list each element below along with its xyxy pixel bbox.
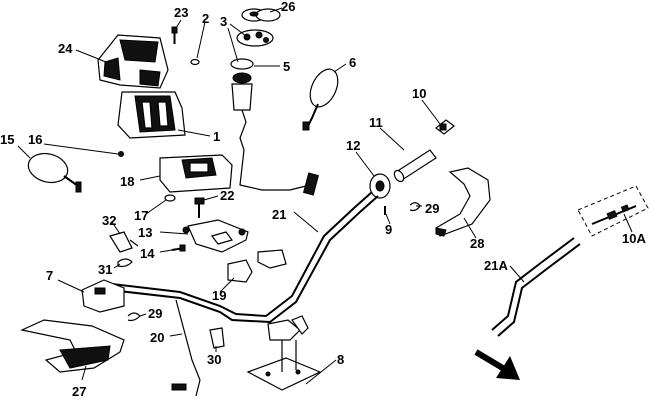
callout-31: 31 bbox=[98, 262, 112, 277]
callout-9: 9 bbox=[385, 222, 392, 237]
part-screw-16 bbox=[118, 151, 124, 157]
callout-17: 17 bbox=[134, 208, 148, 223]
part-bracket-13 bbox=[182, 219, 249, 253]
callout-14: 14 bbox=[140, 246, 155, 261]
callout-7: 7 bbox=[46, 268, 53, 283]
callout-27: 27 bbox=[72, 384, 86, 399]
callout-10A: 10A bbox=[622, 231, 646, 246]
part-bracket-32 bbox=[109, 231, 139, 253]
part-front-cover bbox=[117, 91, 186, 139]
part-cable-20 bbox=[175, 299, 201, 397]
callout-20: 20 bbox=[150, 330, 164, 345]
part-clamp-31 bbox=[117, 258, 133, 268]
part-hand-guard-left bbox=[20, 319, 125, 373]
callout-8: 8 bbox=[337, 352, 344, 367]
callout-11: 11 bbox=[369, 115, 383, 130]
callout-6: 6 bbox=[349, 55, 356, 70]
part-throttle-housing bbox=[369, 173, 391, 199]
callout-3: 3 bbox=[220, 14, 227, 29]
part-screw-14 bbox=[171, 244, 186, 252]
callout-13: 13 bbox=[138, 225, 152, 240]
callout-21: 21 bbox=[272, 207, 286, 222]
callout-15: 15 bbox=[0, 132, 14, 147]
callout-1: 1 bbox=[213, 129, 220, 144]
part-base-plate bbox=[246, 340, 322, 391]
part-clip-30 bbox=[209, 327, 225, 349]
part-handlebar-21 bbox=[109, 191, 379, 324]
part-grip bbox=[393, 149, 437, 183]
part-bolt-23 bbox=[171, 26, 178, 44]
part-cable-end bbox=[171, 383, 187, 391]
part-bar-end bbox=[435, 119, 455, 135]
part-handlebar-21A bbox=[491, 237, 581, 337]
callout-30: 30 bbox=[207, 352, 221, 367]
callout-29-lower: 29 bbox=[148, 306, 162, 321]
part-bolt-22 bbox=[194, 197, 205, 218]
callout-29-upper: 29 bbox=[425, 201, 439, 216]
callout-32: 32 bbox=[102, 213, 116, 228]
part-mirror-right bbox=[302, 68, 339, 131]
part-mirror-left bbox=[27, 152, 82, 193]
callout-10: 10 bbox=[412, 86, 426, 101]
part-cap-set bbox=[241, 8, 281, 22]
part-ring-17 bbox=[164, 194, 176, 202]
part-upper-cowl bbox=[97, 34, 169, 89]
part-switch-top bbox=[236, 29, 274, 47]
part-detail-10A bbox=[577, 185, 649, 237]
callout-12: 12 bbox=[346, 138, 360, 153]
part-handlebar-clamps bbox=[227, 249, 309, 341]
part-switch-left bbox=[81, 279, 125, 313]
callout-26: 26 bbox=[281, 0, 295, 14]
direction-arrow-icon bbox=[474, 349, 520, 380]
leader-lines bbox=[17, 7, 633, 385]
callout-23: 23 bbox=[174, 5, 188, 20]
callout-16: 16 bbox=[28, 132, 42, 147]
part-washer-2 bbox=[190, 58, 200, 66]
callout-19: 19 bbox=[212, 288, 226, 303]
part-instrument-box bbox=[159, 154, 233, 193]
part-clamp-29-lower bbox=[127, 312, 141, 322]
callout-5: 5 bbox=[283, 59, 290, 74]
part-clamp-29-upper bbox=[409, 202, 421, 212]
callout-24: 24 bbox=[58, 41, 73, 56]
callout-18: 18 bbox=[120, 174, 134, 189]
part-ignition-switch bbox=[230, 58, 320, 196]
callout-2: 2 bbox=[202, 11, 209, 26]
part-hand-guard-right bbox=[435, 167, 491, 237]
callout-28: 28 bbox=[470, 236, 484, 251]
callout-22: 22 bbox=[220, 188, 234, 203]
callout-21A: 21A bbox=[484, 258, 508, 273]
